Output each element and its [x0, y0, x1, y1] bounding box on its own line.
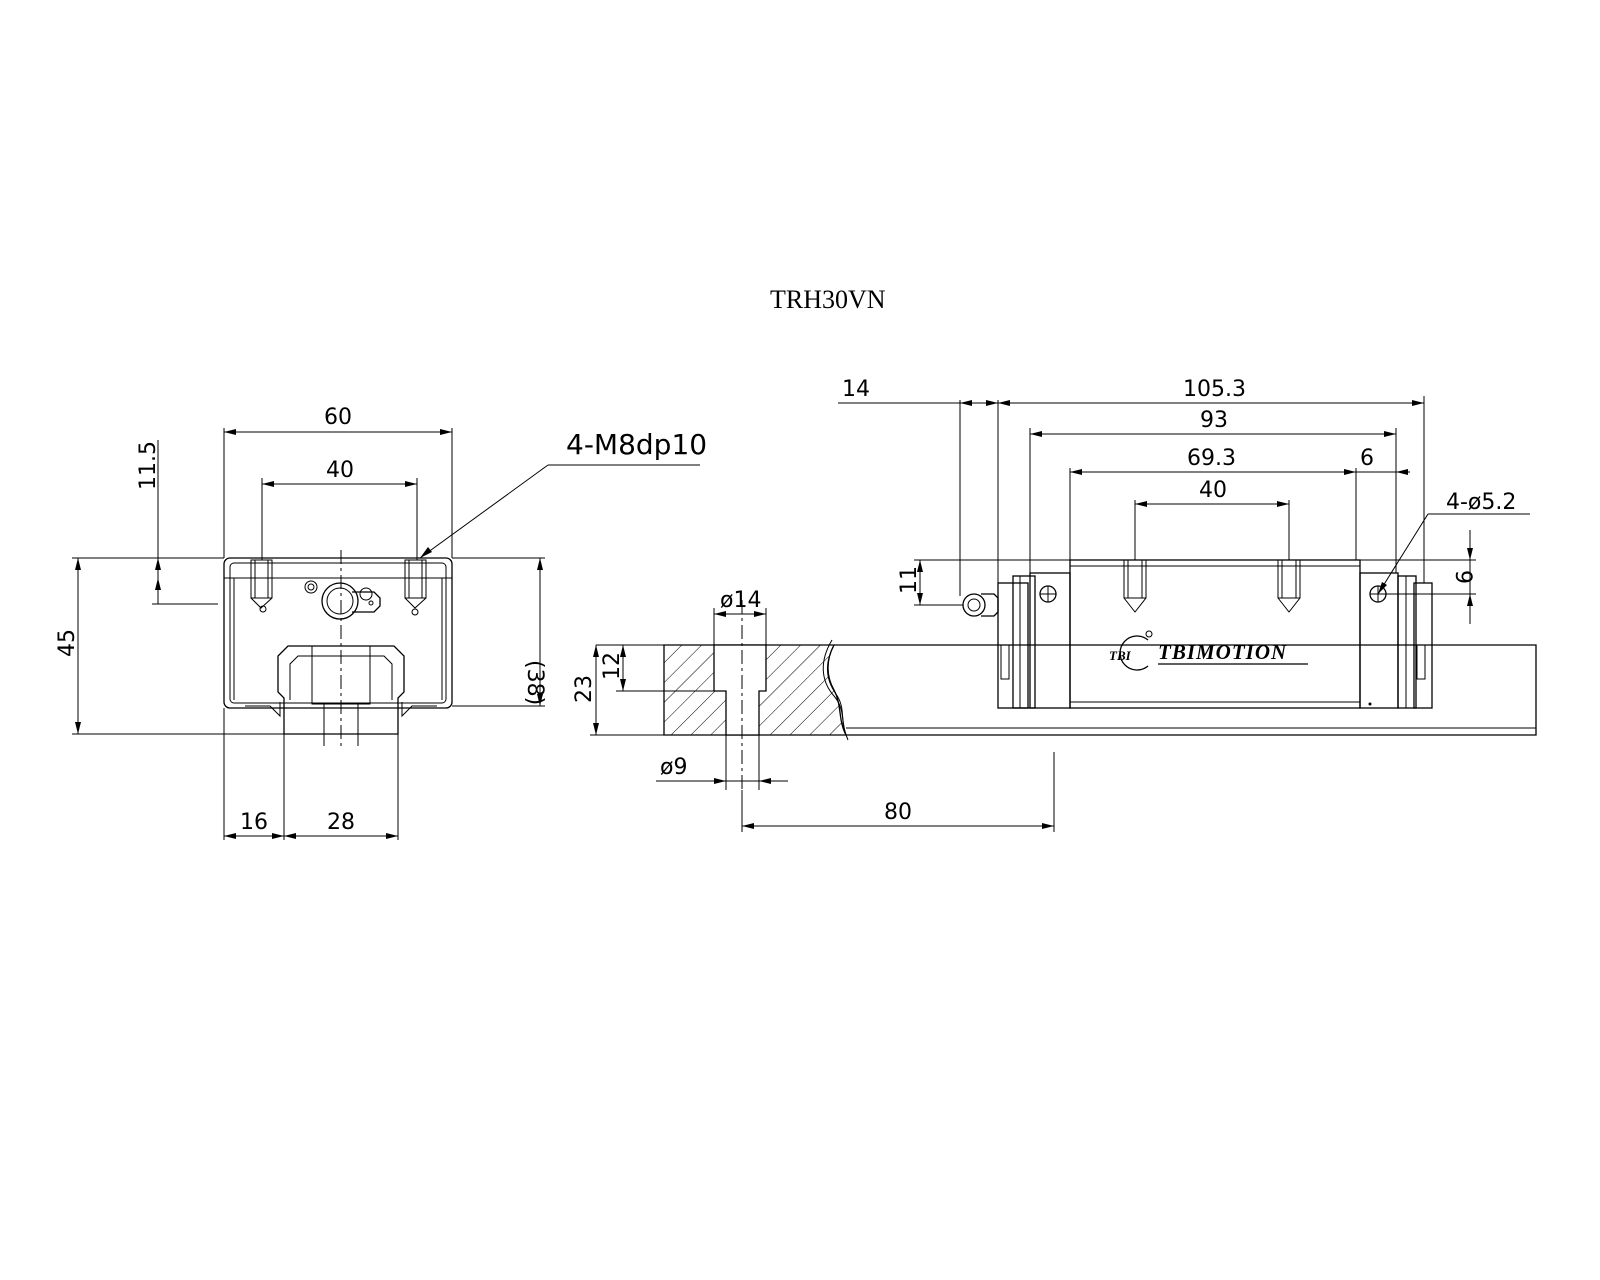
side-view: TBI TBIMOTION 14 105.3 93 69.3 6	[827, 377, 1537, 736]
dim-total-length: 105.3	[1183, 377, 1246, 402]
dim-hole-dia: ø9	[660, 755, 687, 780]
block-outline	[223, 557, 453, 709]
dim-counterbore-depth: 12	[600, 652, 625, 680]
brand-name: TBIMOTION	[1158, 640, 1287, 664]
dim-block-height: (38)	[522, 660, 547, 705]
tapped-hole-side-left	[1123, 560, 1147, 613]
dim-end-cap: 6	[1360, 446, 1374, 471]
dim-steel-length: 69.3	[1187, 446, 1236, 471]
end-view: 60 40 4-M8dp10 11.5 45 (38)	[55, 405, 707, 840]
callout-ref-holes: 4-ø5.2	[1446, 490, 1516, 515]
grease-nipple-side-icon	[962, 593, 999, 617]
dim-grease-nipple: 14	[842, 377, 870, 402]
dim-side-hole-spacing: 40	[1199, 478, 1227, 503]
tapped-hole-side-right	[1277, 560, 1301, 613]
dim-hole-spacing: 40	[326, 458, 354, 483]
grease-nipple-icon	[304, 580, 381, 620]
dim-hole-pitch: 80	[884, 800, 912, 825]
tapped-hole-right	[404, 559, 427, 616]
tbi-logo-icon: TBI	[1109, 630, 1153, 671]
rail-section-view: ø14 12 23 ø9 80	[572, 588, 1055, 832]
dim-ref-hole-height: 9	[1450, 570, 1475, 584]
rail-side	[834, 644, 1537, 736]
dim-rail-offset: 16	[240, 810, 268, 835]
dim-nipple-height: 11	[897, 566, 922, 594]
dim-rail-height: 23	[572, 675, 597, 703]
callout-tap-spec: 4-M8dp10	[566, 428, 707, 461]
dim-counterbore-dia: ø14	[720, 588, 761, 613]
dim-total-height: 45	[55, 629, 80, 657]
dim-width: 60	[324, 405, 352, 430]
tapped-hole-left	[250, 559, 273, 613]
block-body	[1069, 559, 1361, 709]
dim-body-length: 93	[1200, 408, 1228, 433]
svg-text:TBI: TBI	[1109, 648, 1132, 663]
dim-top-offset: 11.5	[136, 441, 161, 490]
dim-rail-width: 28	[327, 810, 355, 835]
drawing-title: TRH30VN	[770, 285, 886, 314]
